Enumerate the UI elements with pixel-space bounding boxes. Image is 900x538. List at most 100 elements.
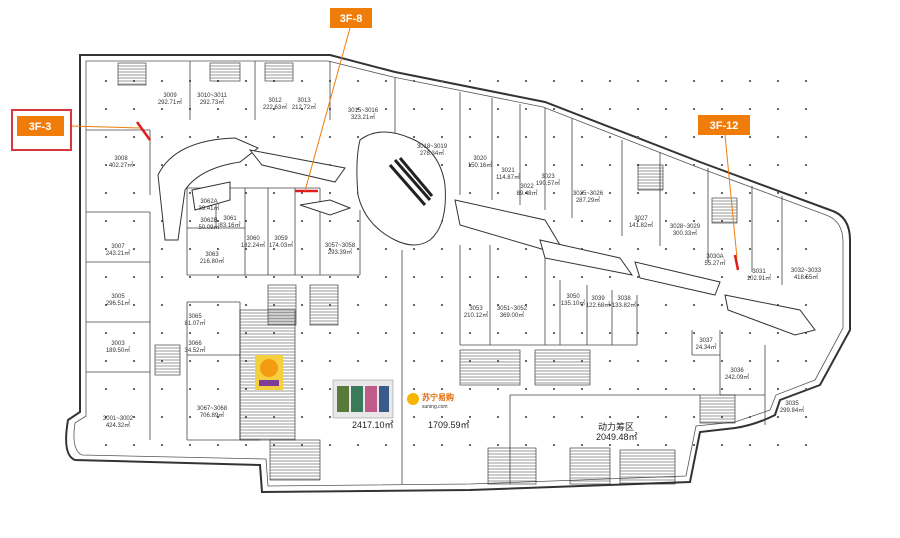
unit-area-label: 299.84㎡	[780, 406, 804, 414]
column-dot	[693, 164, 695, 166]
column-dot	[245, 220, 247, 222]
column-dot	[273, 444, 275, 446]
callout-3f-3-label: 3F-3	[29, 121, 52, 133]
column-dot	[609, 192, 611, 194]
column-dot	[749, 416, 751, 418]
column-dot	[749, 220, 751, 222]
unit-area-label: 210.12㎡	[464, 311, 488, 319]
column-dot	[133, 108, 135, 110]
column-dot	[553, 416, 555, 418]
column-dot	[245, 276, 247, 278]
callout-3f-8[interactable]: 3F-8	[330, 8, 372, 28]
callout-3f-12[interactable]: 3F-12	[698, 115, 750, 135]
column-dot	[749, 248, 751, 250]
column-dot	[441, 248, 443, 250]
column-dot	[721, 332, 723, 334]
column-dot	[805, 388, 807, 390]
column-dot	[301, 192, 303, 194]
column-dot	[161, 80, 163, 82]
column-dot	[441, 360, 443, 362]
unit-number-label: 3059	[274, 236, 288, 242]
column-dot	[329, 332, 331, 334]
column-dot	[189, 304, 191, 306]
unit-number-label: 3013	[297, 98, 311, 104]
column-dot	[637, 444, 639, 446]
marker-3f-3[interactable]	[135, 121, 152, 141]
callout-3f-8-label: 3F-8	[340, 13, 363, 25]
column-dot	[721, 220, 723, 222]
unit-number-label: 3027	[634, 216, 648, 222]
unit-area-label: 222.63㎡	[263, 103, 287, 111]
column-dot	[273, 276, 275, 278]
column-dot	[385, 360, 387, 362]
column-dot	[161, 388, 163, 390]
unit-number-label: 3025~3026	[573, 191, 604, 197]
column-dot	[581, 80, 583, 82]
column-dot	[805, 136, 807, 138]
column-dot	[105, 136, 107, 138]
unit-number-label: 3063	[205, 252, 219, 258]
column-dot	[721, 276, 723, 278]
column-dot	[245, 248, 247, 250]
column-dot	[413, 360, 415, 362]
column-dot	[637, 220, 639, 222]
column-dot	[553, 304, 555, 306]
column-dot	[693, 360, 695, 362]
column-dot	[273, 192, 275, 194]
column-dot	[609, 304, 611, 306]
unit-number-label: 3050	[566, 294, 580, 300]
column-dot	[385, 304, 387, 306]
unit-number-label: 3022	[520, 184, 534, 190]
suning-logo: 苏宁易购 suning.com	[407, 392, 454, 410]
column-dot	[273, 304, 275, 306]
column-dot	[469, 248, 471, 250]
column-dot	[665, 332, 667, 334]
column-dot	[553, 388, 555, 390]
column-dot	[805, 220, 807, 222]
column-dot	[609, 136, 611, 138]
unit-area-label: 216.80㎡	[200, 257, 224, 265]
column-dot	[301, 360, 303, 362]
column-dot	[273, 416, 275, 418]
unit-area-label: 243.21㎡	[106, 249, 130, 257]
logo-cn-text: 苏宁易购	[422, 392, 454, 402]
column-dot	[469, 80, 471, 82]
building-outline	[65, 54, 851, 494]
unit-area-label: 212.72㎡	[292, 103, 316, 111]
column-dot	[721, 304, 723, 306]
column-dot	[385, 80, 387, 82]
unit-area-label: 122.68㎡	[586, 301, 610, 309]
column-dot	[749, 388, 751, 390]
column-dot	[553, 276, 555, 278]
column-dot	[609, 276, 611, 278]
column-dot	[105, 108, 107, 110]
column-dot	[469, 388, 471, 390]
column-dot	[273, 248, 275, 250]
unit-number-label: 3021	[501, 168, 515, 174]
column-dot	[217, 332, 219, 334]
unit-walls	[86, 61, 783, 484]
column-dot	[469, 136, 471, 138]
column-dot	[665, 416, 667, 418]
column-dot	[637, 416, 639, 418]
callout-3f-3[interactable]: 3F-3	[11, 109, 72, 151]
column-dot	[217, 248, 219, 250]
area-1709-label: 1709.59㎡	[428, 420, 470, 430]
column-dot	[189, 388, 191, 390]
unit-area-label: 114.87㎡	[496, 173, 520, 181]
unit-area-label: 369.00㎡	[500, 311, 524, 319]
marker-3f-12[interactable]	[733, 254, 740, 271]
column-dot	[469, 304, 471, 306]
column-dot	[749, 192, 751, 194]
unit-area-label: 141.82㎡	[629, 221, 653, 229]
unit-number-label: 3008	[114, 156, 128, 162]
column-dot	[525, 80, 527, 82]
column-dot	[357, 332, 359, 334]
building-outline-inner	[73, 60, 844, 487]
unit-area-label: 296.51㎡	[106, 299, 130, 307]
column-dot	[525, 136, 527, 138]
column-dot	[721, 444, 723, 446]
column-dot	[217, 360, 219, 362]
unit-area-label: 24.34㎡	[695, 343, 716, 351]
